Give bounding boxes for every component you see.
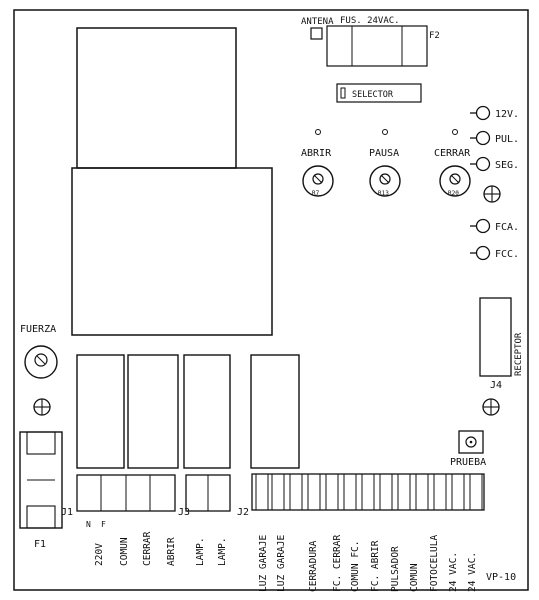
terminal-label: COMUN [409, 563, 420, 592]
j1-n-marker: N [86, 520, 91, 529]
led-fca: FCA. [470, 218, 519, 234]
svg-text:12V.: 12V. [495, 109, 519, 120]
antena-label: ANTENA [301, 17, 334, 27]
terminal-label: LAMP. [195, 537, 206, 566]
terminal-label: 220V [94, 543, 105, 566]
led-12v: 12V. [470, 105, 519, 121]
board-outline [13, 9, 529, 591]
terminal-label: LUZ GARAJE [276, 535, 287, 592]
terminal-label: FOTOCELULA [429, 535, 440, 592]
f1-label: F1 [34, 539, 46, 550]
pot-cerrar[interactable]: CERRAR R20 [434, 129, 471, 198]
relay-1 [76, 354, 125, 469]
receptor-label: RECEPTOR [514, 332, 524, 376]
transformer-lower [71, 167, 273, 336]
model-label: VP-10 [486, 572, 516, 583]
terminal-label: 24 VAC. [448, 552, 459, 592]
fuerza-label: FUERZA [20, 324, 56, 335]
selector-label: SELECTOR [352, 90, 394, 100]
terminal-label: PULSADOR [390, 546, 401, 592]
j1-label: J1 [61, 507, 73, 518]
fuse-holder-f1 [19, 431, 63, 529]
j2-label: J2 [237, 507, 249, 518]
led-fcc: FCC. [470, 245, 519, 261]
svg-text:FCA.: FCA. [495, 222, 519, 233]
terminal-block-j2 [251, 473, 485, 511]
terminal-label: LUZ GARAJE [258, 535, 269, 592]
prueba-label: PRUEBA [450, 457, 486, 468]
antenna-connector [310, 27, 323, 40]
terminal-label: ABRIR [166, 537, 177, 566]
j4-label: J4 [490, 380, 502, 391]
mount-hole-left [33, 398, 51, 416]
fuse-holder-f2 [326, 25, 428, 67]
led-pul: PUL. [470, 130, 519, 146]
terminal-label: COMUN [119, 537, 130, 566]
transformer-upper [76, 27, 237, 169]
relay-2 [127, 354, 179, 469]
mount-hole-upper-right [483, 185, 501, 203]
pot-label: ABRIR [301, 148, 332, 159]
f2-label: F2 [429, 31, 440, 41]
pot-ref: R7 [312, 190, 320, 197]
pot-fuerza[interactable]: FUERZA [20, 324, 58, 379]
pot-ref: R13 [378, 190, 389, 197]
terminal-label: CERRAR [142, 531, 153, 566]
pot-pausa[interactable]: PAUSA R13 [369, 129, 401, 198]
relay-4 [250, 354, 300, 469]
fuse-24vac-label: FUS. 24VAC. [340, 16, 400, 26]
pot-label: PAUSA [369, 148, 399, 159]
selector-switch [336, 83, 422, 103]
pot-ref: R20 [448, 190, 459, 197]
j3-label: J3 [178, 507, 190, 518]
svg-text:SEG.: SEG. [495, 160, 519, 171]
pot-label: CERRAR [434, 148, 471, 159]
j1-f-marker: F [101, 520, 106, 529]
svg-text:PUL.: PUL. [495, 134, 519, 145]
terminal-label: COMUN FC. [350, 541, 361, 592]
prueba-button[interactable] [458, 430, 484, 454]
terminal-label: CERRADURA [308, 540, 319, 592]
terminal-label: FC. ABRIR [370, 540, 381, 592]
svg-text:FCC.: FCC. [495, 249, 519, 260]
led-seg: SEG. [470, 156, 519, 172]
receptor-socket [479, 297, 512, 377]
terminal-label: LAMP. [217, 537, 228, 566]
relay-3 [183, 354, 231, 469]
terminal-label: FC. CERRAR [332, 535, 343, 592]
terminal-label: 24 VAC. [467, 552, 478, 592]
mount-hole-lower-right [482, 398, 500, 416]
pot-abrir[interactable]: ABRIR R7 [301, 129, 334, 198]
